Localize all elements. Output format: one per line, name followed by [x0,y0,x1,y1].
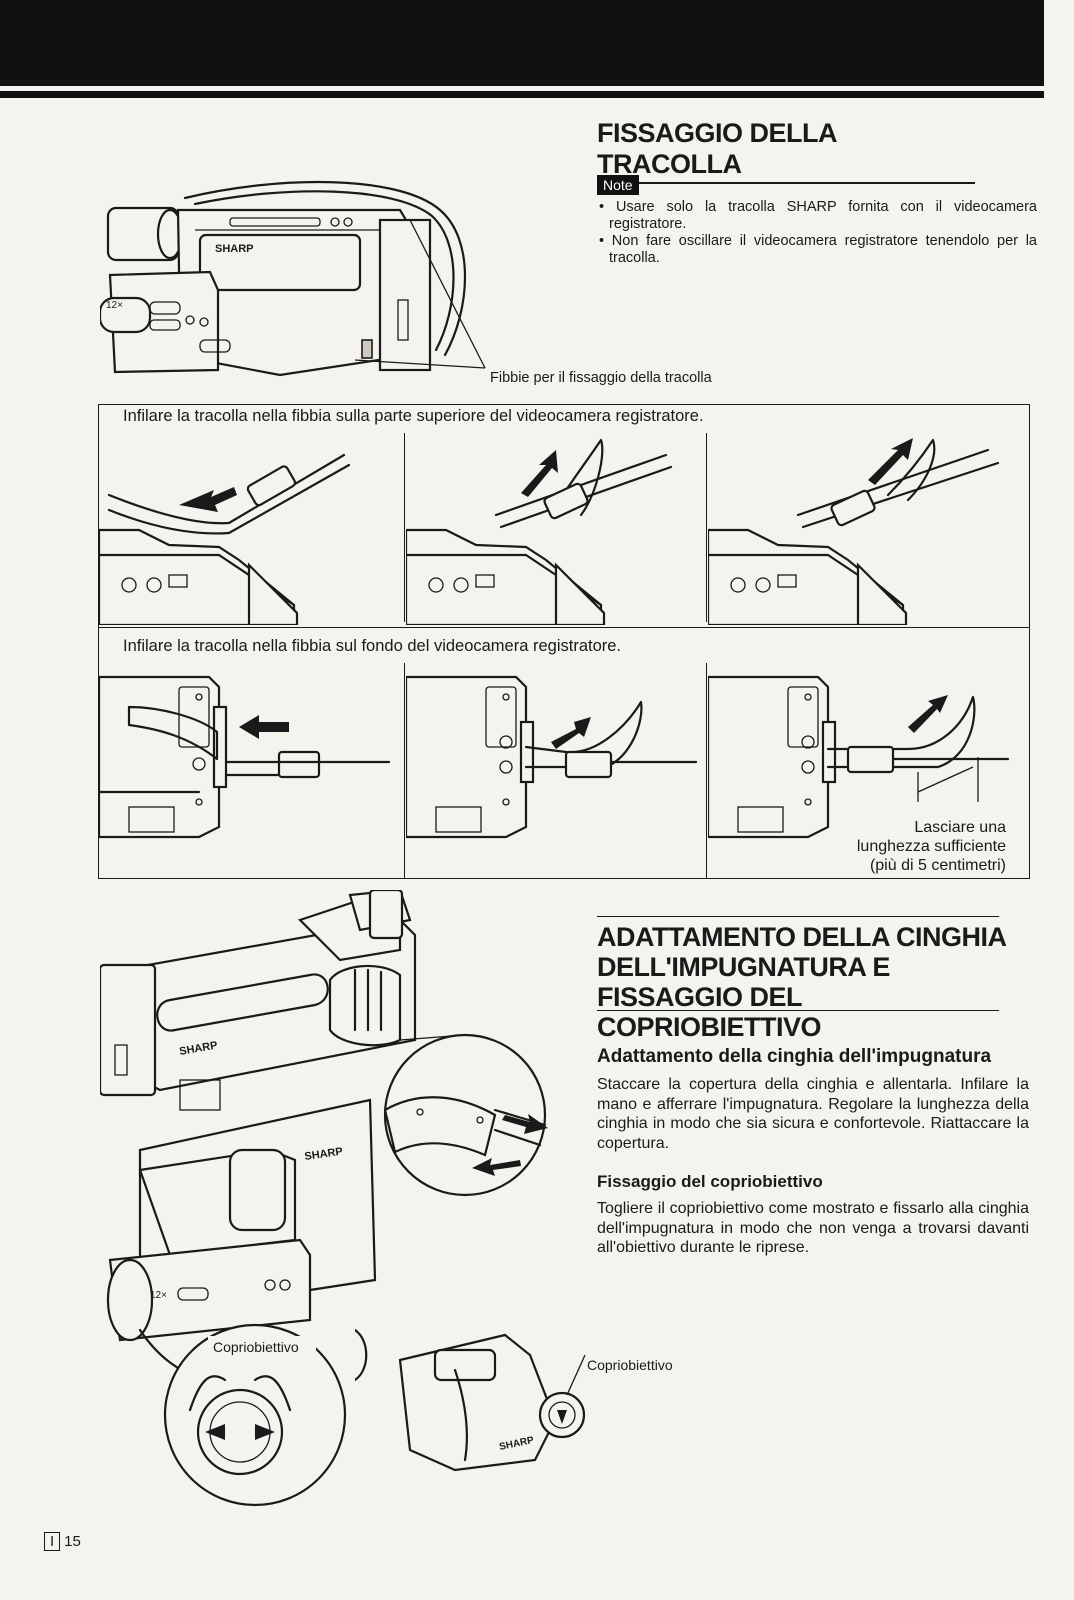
lens-cap-label-right: Copriobiettivo [587,1357,673,1373]
buckle-caption: Fibbie per il fissaggio della tracolla [490,370,712,386]
note-item: • Usare solo la tracolla SHARP fornita c… [599,199,1037,232]
panel-divider [404,433,405,622]
note-list: • Usare solo la tracolla SHARP fornita c… [597,199,1037,267]
strap-top-step-2 [406,438,673,625]
strap-bottom-step-3 [708,675,1010,839]
camcorder-grip-illustration: SHARP [100,890,548,1197]
page-number-value: 15 [64,1533,81,1550]
section-title-strap: FISSAGGIO DELLA TRACOLLA [597,118,975,184]
paragraph-lens-cap: Togliere il copriobiettivo come mostrato… [597,1200,1029,1256]
header-black-bar [0,0,1044,86]
panel-divider [706,663,707,878]
zoom-label: 12× [106,300,123,311]
brand-label-lens: SHARP [304,1146,344,1163]
note-item: • Non fare oscillare il videocamera regi… [599,233,1037,266]
camcorder-side-illustration: SHARP 12× [100,180,486,377]
section-title-grip: ADATTAMENTO DELLA CINGHIA DELL'IMPUGNATU… [597,922,1006,1042]
brand-label-small: SHARP [215,243,254,255]
panel-divider [706,433,707,622]
lens-cap-on-strap-illustration: SHARP [355,1328,586,1472]
steps-divider [99,627,1029,628]
step-top-text: Infilare la tracolla nella fibbia sulla … [123,407,704,425]
lens-cap-label: Copriobiettivo [213,1339,299,1355]
strap-top-step-1 [99,453,351,625]
subheading-grip-strap: Adattamento della cinghia dell'impugnatu… [597,1046,992,1067]
strap-bottom-step-2 [406,675,698,839]
strap-steps-box: Infilare la tracolla nella fibbia sulla … [98,404,1030,879]
length-note: Lasciare una lunghezza sufficiente (più … [846,818,1006,875]
header-rule [0,91,1044,98]
section-rule [597,916,999,917]
subheading-lens-cap: Fissaggio del copriobiettivo [597,1172,823,1191]
language-box: I [44,1532,61,1551]
strap-top-step-3 [708,438,1000,625]
panel-divider [404,663,405,878]
camcorder-lens-cap-illustration: SHARP 12× Copriobiettivo [106,1098,377,1507]
strap-bottom-step-1 [99,675,391,839]
zoom-label-lens: 12× [150,1290,167,1301]
note-badge: Note [597,175,639,195]
paragraph-grip-strap: Staccare la copertura della cinghia e al… [597,1076,1029,1152]
section-rule [597,1010,999,1011]
step-bottom-text: Infilare la tracolla nella fibbia sul fo… [123,637,622,655]
